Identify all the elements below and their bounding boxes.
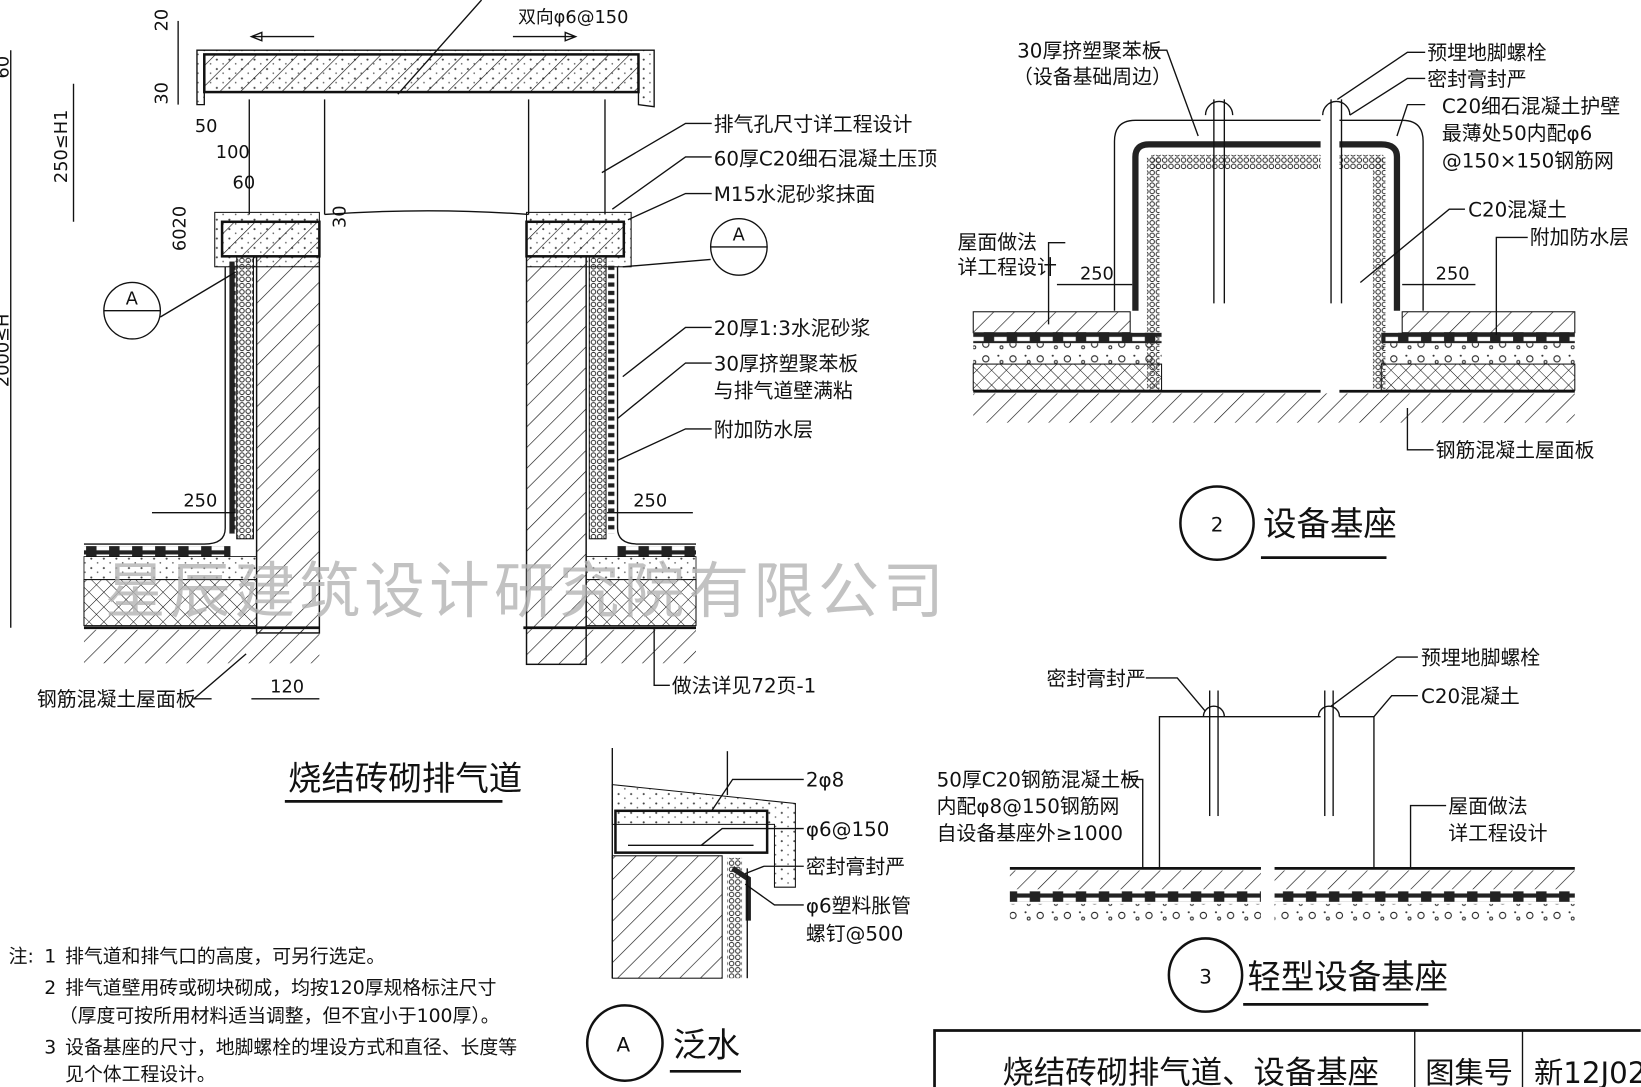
equipment-base-section: 250 250 30厚挤塑聚苯板 （设备基础周边） 屋面做法 详工程设计 预埋地… — [958, 40, 1629, 561]
note-line: （厚度可按所用材料适当调整，但不宜小于100厚）。 — [59, 1005, 500, 1027]
label-screw: 螺钉@500 — [806, 923, 903, 946]
label-mesh: 内配φ8@150钢筋网 — [937, 795, 1120, 818]
label-protect-wall: C20细石混凝土护壁 — [1442, 95, 1620, 118]
label-xps: 30厚挤塑聚苯板 — [1017, 40, 1162, 63]
label-see-design: 详工程设计 — [1448, 822, 1547, 845]
label-anchor-bolt: 预埋地脚螺栓 — [1427, 42, 1546, 65]
dim-60: 60 — [0, 56, 14, 79]
label-coping: 60厚C20细石混凝土压顶 — [714, 147, 937, 170]
label-slab: 50厚C20钢筋混凝土板 — [937, 769, 1141, 792]
base3-badge: 3 — [1199, 965, 1212, 988]
label-rc-slab: 钢筋混凝土屋面板 — [37, 688, 196, 711]
dim-h1: 250≤H1 — [51, 110, 72, 183]
title-block: 烧结砖砌排气道、设备基座 图集号 新12J02 — [933, 1029, 1641, 1087]
note-num: 3 — [44, 1038, 56, 1059]
label-vent-size: 排气孔尺寸详工程设计 — [714, 113, 913, 136]
detail-a-flashing: 2φ8 φ6@150 密封膏封严 φ6塑料胀管 螺钉@500 A 泛水 — [585, 748, 911, 1082]
atlas-label: 图集号 — [1425, 1056, 1513, 1087]
dim-100: 100 — [216, 142, 250, 163]
label-roof-build: 屋面做法 — [958, 231, 1037, 254]
rebar-top-label: 双向φ6@150 — [518, 7, 628, 28]
callout-letter: A — [733, 225, 745, 246]
callout-a-left[interactable]: A — [103, 271, 237, 340]
label-cement-mortar: 20厚1:3水泥砂浆 — [714, 317, 871, 340]
dim-6020: 6020 — [169, 206, 190, 251]
watermark: 星辰建筑设计研究院有限公司 — [105, 557, 948, 627]
note-line: 排气道和排气口的高度，可另行选定。 — [65, 946, 385, 968]
dim-30b: 30 — [330, 205, 351, 228]
note-line: 排气道壁用砖或砌块砌成，均按120厚规格标注尺寸 — [65, 977, 496, 999]
label-extent: 自设备基座外≥1000 — [937, 822, 1123, 845]
detail-a-title: 泛水 — [673, 1026, 740, 1065]
label-2phi8: 2φ8 — [806, 769, 844, 792]
note-line: 设备基座的尺寸，地脚螺栓的埋设方式和直径、长度等 — [65, 1037, 517, 1059]
label-sealant: 密封膏封严 — [1046, 667, 1145, 690]
label-ref-page: 做法详见72页-1 — [672, 675, 816, 698]
label-see-design: 详工程设计 — [958, 256, 1057, 279]
label-extra-waterproof: 附加防水层 — [1530, 226, 1629, 249]
dim-120: 120 — [270, 677, 304, 698]
label-base-perimeter: （设备基础周边） — [1013, 66, 1172, 89]
callout-a-right[interactable]: A — [622, 217, 768, 276]
note-num: 1 — [44, 947, 56, 968]
notes-prefix: 注: — [9, 946, 34, 968]
label-extra-waterproof: 附加防水层 — [714, 418, 813, 441]
label-phi6-150: φ6@150 — [806, 818, 890, 841]
label-c20: C20混凝土 — [1421, 685, 1520, 708]
callout-letter: A — [126, 288, 138, 309]
label-rc-slab: 钢筋混凝土屋面板 — [1436, 439, 1595, 462]
dim-60b: 60 — [233, 172, 256, 193]
label-sealant: 密封膏封严 — [1427, 68, 1526, 91]
sheet-title: 烧结砖砌排气道、设备基座 — [1003, 1055, 1379, 1087]
dim-50: 50 — [195, 116, 218, 137]
dim-250-left: 250 — [183, 490, 217, 511]
label-c20: C20混凝土 — [1468, 199, 1567, 222]
dim-250-right: 250 — [633, 490, 667, 511]
label-roof-build: 屋面做法 — [1448, 795, 1527, 818]
label-mesh: @150×150钢筋网 — [1442, 149, 1614, 172]
duct-title: 烧结砖砌排气道 — [288, 759, 522, 798]
exhaust-duct-section: 双向φ6@150 20 30 60 2000≤H 250≤H1 50 — [0, 0, 937, 803]
label-mortar-finish: M15水泥砂浆抹面 — [714, 183, 876, 206]
base3-title: 轻型设备基座 — [1247, 958, 1448, 997]
label-xps-board: 30厚挤塑聚苯板 — [714, 352, 859, 375]
label-min-50: 最薄处50内配φ6 — [1442, 122, 1592, 145]
note-line: 见个体工程设计。 — [65, 1064, 216, 1086]
light-equipment-base-section: 密封膏封严 预埋地脚螺栓 C20混凝土 50厚C20钢筋混凝土板 内配φ8@15… — [937, 646, 1575, 1013]
label-xps-bond: 与排气道壁满粘 — [714, 380, 853, 403]
notes: 注: 1 排气道和排气口的高度，可另行选定。 2 排气道壁用砖或砌块砌成，均按1… — [9, 946, 517, 1086]
note-num: 2 — [44, 978, 56, 999]
dim-h: 2000≤H — [0, 314, 14, 387]
dim-30: 30 — [152, 82, 173, 105]
detail-a-badge: A — [616, 1033, 630, 1056]
dim-250-right: 250 — [1436, 263, 1470, 284]
label-anchor-bolt: 预埋地脚螺栓 — [1421, 646, 1540, 669]
base2-badge: 2 — [1211, 513, 1224, 536]
dim-20: 20 — [152, 9, 173, 32]
base2-title: 设备基座 — [1263, 505, 1397, 544]
detail-badge-circle — [585, 1004, 664, 1082]
atlas-number: 新12J02 — [1534, 1056, 1641, 1087]
dim-250-left: 250 — [1080, 263, 1114, 284]
label-sealant: 密封膏封严 — [806, 856, 905, 879]
label-anchor: φ6塑料胀管 — [806, 894, 911, 917]
